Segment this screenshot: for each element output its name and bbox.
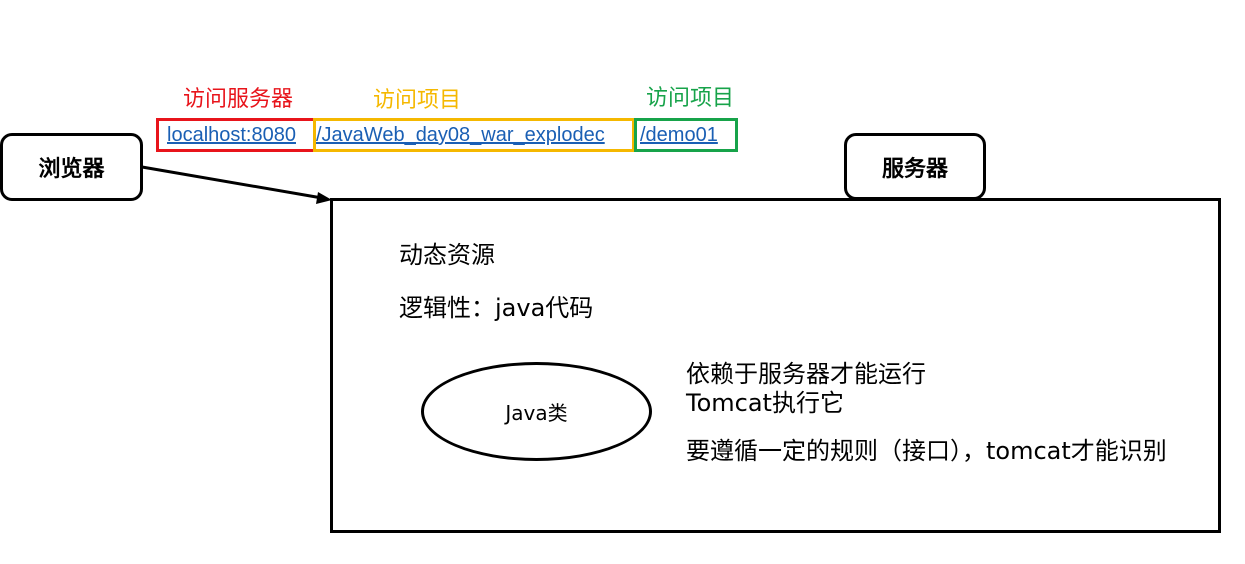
server-box: 服务器 — [844, 133, 986, 200]
label-access-server: 访问服务器 — [183, 87, 294, 112]
browser-label: 浏览器 — [38, 157, 105, 182]
logic-text: 逻辑性：java代码 — [399, 294, 594, 322]
dynamic-resource-text: 动态资源 — [399, 241, 495, 269]
label-access-project-1: 访问项目 — [373, 88, 462, 113]
java-class-ellipse: Java类 — [421, 362, 652, 461]
note-rules-interface: 要遵循一定的规则（接口），tomcat才能识别 — [686, 437, 1167, 465]
url-host-link[interactable]: localhost:8080 — [167, 124, 296, 146]
url-project-link[interactable]: /JavaWeb_day08_war_explodec — [316, 124, 605, 146]
browser-box: 浏览器 — [0, 133, 143, 201]
label-access-project-2: 访问项目 — [646, 86, 735, 111]
url-project-box: /JavaWeb_day08_war_explodec — [313, 118, 635, 152]
note-tomcat-executes: Tomcat执行它 — [686, 389, 844, 417]
note-depends-server: 依赖于服务器才能运行 — [686, 360, 926, 388]
server-label: 服务器 — [881, 156, 948, 182]
url-resource-box: /demo01 — [634, 118, 738, 152]
java-class-label: Java类 — [505, 401, 568, 425]
server-container — [330, 198, 1221, 533]
url-resource-link[interactable]: /demo01 — [640, 124, 718, 146]
